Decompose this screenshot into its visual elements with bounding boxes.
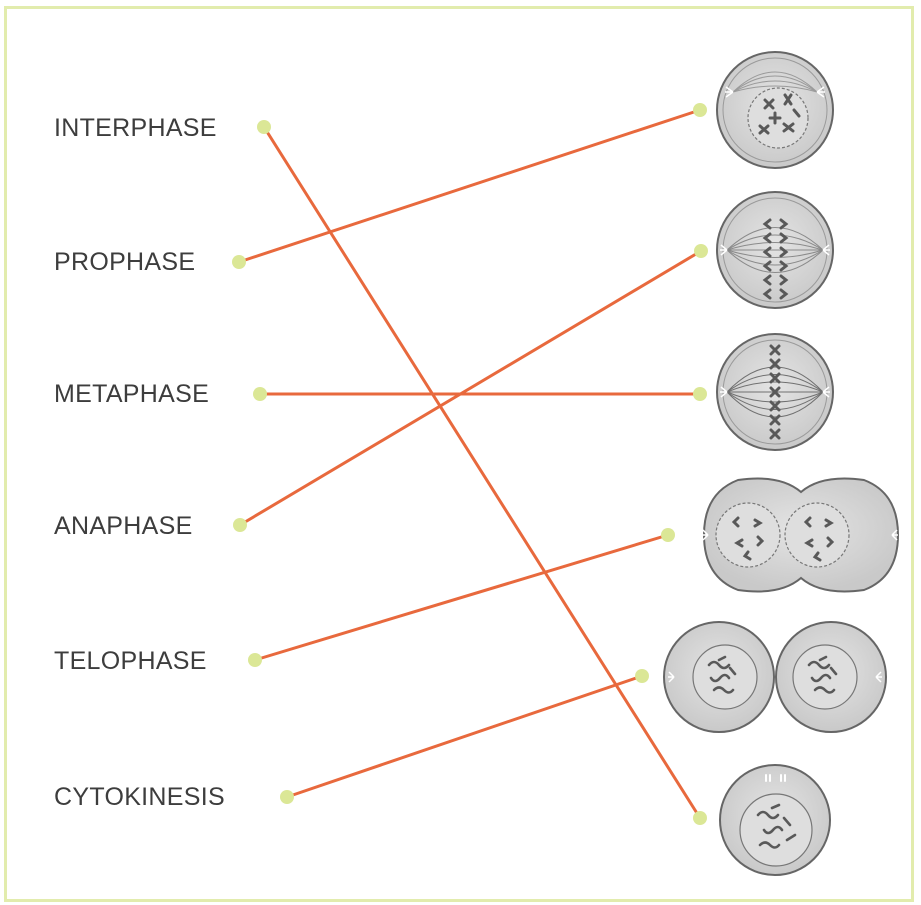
connector-anaphase — [240, 251, 701, 525]
dot-cell-interphase — [693, 811, 707, 825]
dot-telophase — [248, 653, 262, 667]
cell-anaphase-image — [717, 192, 833, 308]
dot-cell-prophase — [693, 103, 707, 117]
cell-metaphase-image — [717, 334, 833, 450]
dot-prophase — [232, 255, 246, 269]
dot-cell-cytokinesis — [635, 669, 649, 683]
connector-lines — [239, 110, 701, 818]
cell-interphase-image — [720, 765, 830, 875]
dot-cell-anaphase — [694, 244, 708, 258]
dot-cell-metaphase — [693, 387, 707, 401]
connector-prophase — [239, 110, 700, 262]
cell-prophase-image — [717, 52, 833, 168]
cell-telophase-image — [702, 479, 898, 592]
dot-cytokinesis — [280, 790, 294, 804]
cell-cytokinesis-image — [664, 622, 886, 732]
dot-anaphase — [233, 518, 247, 532]
dot-cell-telophase — [661, 528, 675, 542]
connector-telophase — [255, 535, 668, 660]
dot-metaphase — [253, 387, 267, 401]
connector-cytokinesis — [287, 676, 642, 797]
dot-interphase — [257, 120, 271, 134]
